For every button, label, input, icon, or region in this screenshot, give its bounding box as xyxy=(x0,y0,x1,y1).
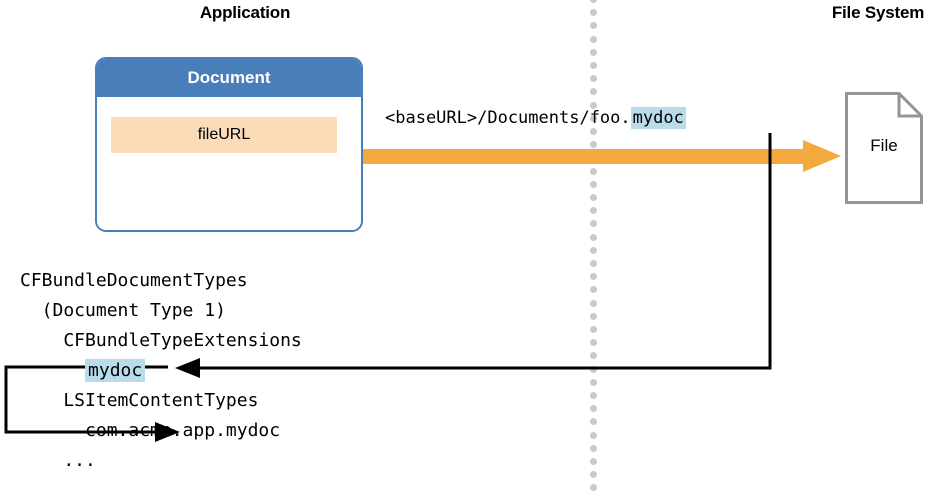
divider-dot xyxy=(590,88,597,96)
divider-dot xyxy=(590,392,597,399)
divider-dot xyxy=(590,378,597,386)
document-box-title: Document xyxy=(97,59,361,97)
divider-dot xyxy=(590,220,597,228)
document-box: Document fileURL xyxy=(95,57,363,232)
divider-dot xyxy=(590,22,597,30)
divider-dot xyxy=(590,326,597,333)
divider-dot xyxy=(590,458,597,465)
divider-dot xyxy=(590,194,597,201)
boundary-divider-dotted-line xyxy=(590,0,597,491)
divider-dot xyxy=(590,62,597,69)
plist-line: CFBundleTypeExtensions xyxy=(20,330,302,351)
divider-dot xyxy=(590,444,597,452)
arrow-shaft xyxy=(363,149,806,164)
divider-dot xyxy=(590,339,597,347)
divider-dot xyxy=(590,260,597,267)
divider-dot xyxy=(590,0,597,3)
arrow-head xyxy=(803,140,841,172)
file-path-label: <baseURL>/Documents/foo.mydoc xyxy=(385,105,686,131)
plist-line: ... xyxy=(20,450,96,471)
plist-line: mydoc xyxy=(20,356,302,386)
file-icon: File xyxy=(845,92,923,204)
diagram-canvas: Application File System Document fileURL… xyxy=(4,0,925,491)
plist-line: (Document Type 1) xyxy=(20,300,226,321)
divider-dot xyxy=(590,418,597,426)
file-path-extension-highlight: mydoc xyxy=(630,107,686,129)
divider-dot xyxy=(590,75,597,83)
divider-dot xyxy=(590,128,597,135)
divider-dot xyxy=(590,299,597,307)
divider-dot xyxy=(590,246,597,254)
plist-extension-highlight: mydoc xyxy=(85,359,146,382)
file-icon-label: File xyxy=(870,136,898,155)
fileurl-property: fileURL xyxy=(111,117,337,153)
plist-text-block: CFBundleDocumentTypes (Document Type 1) … xyxy=(20,266,302,476)
divider-dot xyxy=(590,48,597,56)
file-path-prefix: <baseURL>/Documents/foo. xyxy=(385,108,631,128)
divider-dot xyxy=(590,35,597,43)
divider-dot xyxy=(590,286,597,294)
plist-line: CFBundleDocumentTypes xyxy=(20,270,248,291)
divider-dot xyxy=(590,273,597,281)
file-page-glyph xyxy=(845,92,923,204)
divider-dot xyxy=(590,180,597,188)
divider-dot xyxy=(590,352,597,360)
divider-dot xyxy=(590,365,597,373)
divider-dot xyxy=(590,484,597,491)
divider-dot xyxy=(590,471,597,479)
divider-dot xyxy=(590,431,597,439)
plist-line: LSItemContentTypes xyxy=(20,390,259,411)
divider-dot xyxy=(590,233,597,241)
divider-dot xyxy=(590,312,597,320)
document-box-body: fileURL xyxy=(97,97,361,230)
divider-dot xyxy=(590,114,597,122)
divider-dot xyxy=(590,405,597,413)
application-heading: Application xyxy=(199,3,291,22)
divider-dot xyxy=(590,207,597,215)
plist-line: com.acme.app.mydoc xyxy=(20,420,281,441)
file-system-heading: File System xyxy=(831,3,925,22)
divider-dot xyxy=(590,101,597,109)
divider-dot xyxy=(590,9,597,17)
fileurl-to-file-arrow xyxy=(363,140,841,172)
